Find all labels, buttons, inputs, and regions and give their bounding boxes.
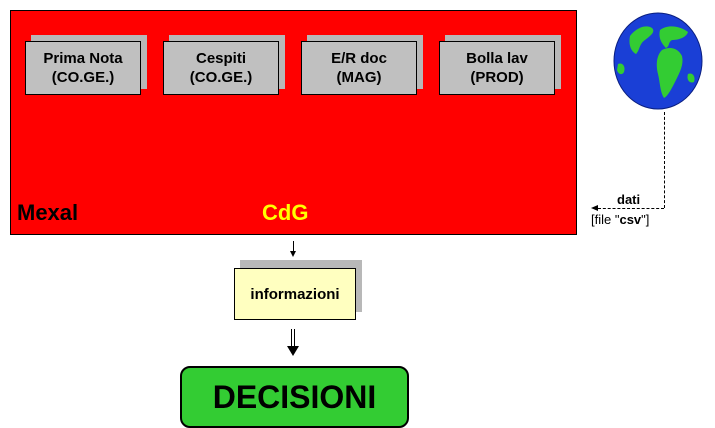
file-csv-label: [file "csv"]: [591, 212, 649, 227]
arrow-info-to-decision-head: [287, 346, 299, 356]
decisioni-box: DECISIONI: [180, 366, 409, 428]
cdg-label: CdG: [262, 200, 309, 225]
module-box: Bolla lav (PROD): [439, 41, 555, 95]
module-bolla-lav: Bolla lav (PROD): [439, 35, 561, 95]
dati-label: dati: [617, 192, 641, 207]
module-subtitle: (MAG): [336, 69, 382, 86]
module-title: Bolla lav: [466, 50, 528, 67]
data-flow-line: [664, 112, 665, 208]
file-prefix: [file ": [591, 212, 620, 227]
module-box: Prima Nota (CO.GE.): [25, 41, 141, 95]
data-flow-arrowhead: [591, 205, 598, 211]
module-title: Prima Nota: [43, 50, 123, 67]
module-subtitle: (CO.GE.): [51, 69, 115, 86]
informazioni-box: informazioni: [234, 268, 356, 320]
module-title: E/R doc: [331, 50, 387, 67]
module-subtitle: (PROD): [470, 69, 524, 86]
module-prima-nota: Prima Nota (CO.GE.): [25, 35, 147, 95]
data-flow-line: [598, 208, 664, 209]
arrow-cdg-to-info-head: [290, 251, 296, 257]
arrow-info-to-decision: [291, 329, 295, 347]
module-subtitle: (CO.GE.): [189, 69, 253, 86]
informazioni-label: informazioni: [250, 285, 340, 303]
module-title: Cespiti: [195, 50, 246, 67]
file-type: csv: [619, 212, 642, 227]
mexal-system-box: Prima Nota (CO.GE.) Cespiti (CO.GE.) E/R…: [10, 10, 577, 235]
module-cespiti: Cespiti (CO.GE.): [163, 35, 285, 95]
module-er-doc: E/R doc (MAG): [301, 35, 423, 95]
file-suffix: "]: [641, 212, 650, 227]
arrow-cdg-to-info: [293, 241, 294, 252]
module-box: Cespiti (CO.GE.): [163, 41, 279, 95]
globe-icon: [612, 10, 704, 117]
module-box: E/R doc (MAG): [301, 41, 417, 95]
mexal-label: Mexal: [17, 200, 79, 225]
decisioni-label: DECISIONI: [212, 378, 377, 415]
